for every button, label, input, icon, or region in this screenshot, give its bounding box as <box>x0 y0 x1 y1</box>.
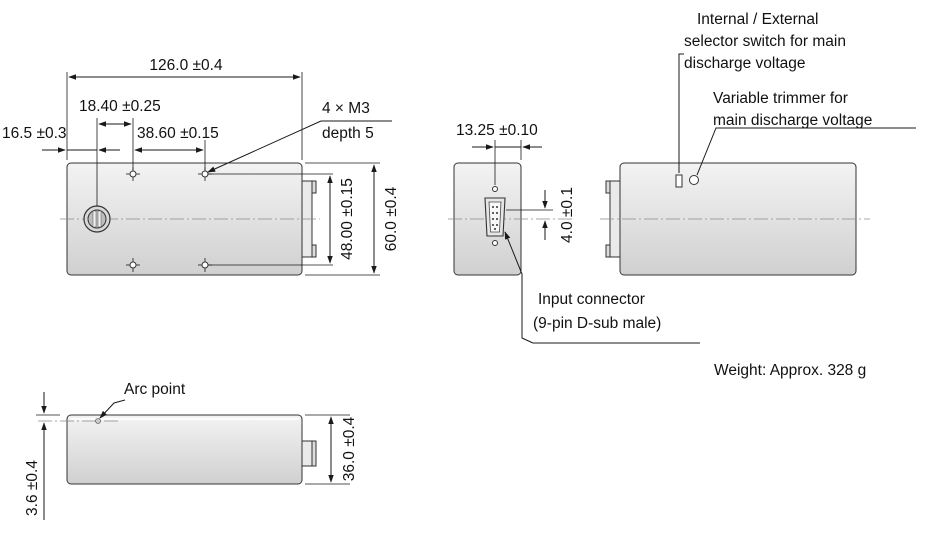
mount-depth-label: depth 5 <box>322 125 374 142</box>
connector-label-line2: (9-pin D-sub male) <box>533 315 661 332</box>
overall-length-label: 126.0 ±0.4 <box>149 57 223 74</box>
hole-spacing-outer-label: 38.60 ±0.15 <box>137 125 219 142</box>
connector-label-line1: Input connector <box>538 291 645 308</box>
hole-spacing-inner-label: 18.40 ±0.25 <box>79 98 161 115</box>
arc-point-marker <box>95 418 101 424</box>
switch-label-line2: selector switch for main <box>684 33 846 50</box>
trimmer-label-line1: Variable trimmer for <box>713 90 848 107</box>
weight-label: Weight: Approx. 328 g <box>714 362 866 379</box>
selector-switch <box>675 174 683 188</box>
trimmer-label-line2: main discharge voltage <box>713 112 872 129</box>
connector-height-offset-label: 4.0 ±0.1 <box>559 187 576 243</box>
rear-view: Internal / External selector switch for … <box>600 11 916 276</box>
dsub-connector <box>484 186 506 246</box>
arc-offset-label: 3.6 ±0.4 <box>24 460 41 516</box>
bottom-connector-stub <box>301 440 313 467</box>
bottom-body <box>66 414 303 485</box>
arc-lamp-window <box>83 205 111 233</box>
connector-offset-label: 13.25 ±0.10 <box>456 122 538 139</box>
end-view: 13.25 ±0.10 4.0 ±0.1 Input connector (9-… <box>448 122 700 344</box>
overall-height-label: 60.0 ±0.4 <box>383 186 400 251</box>
arc-point-label: Arc point <box>124 381 186 398</box>
trimmer <box>689 175 699 185</box>
front-view: 126.0 ±0.4 18.40 ±0.25 16.5 ±0.3 38.60 ±… <box>2 57 400 276</box>
bottom-view: Arc point 3.6 ±0.4 36.0 ±0.4 <box>24 381 358 520</box>
switch-label-line3: discharge voltage <box>684 55 806 72</box>
switch-label-line1: Internal / External <box>697 11 818 28</box>
overall-depth-label: 36.0 ±0.4 <box>341 416 358 481</box>
end-offset-label: 16.5 ±0.3 <box>2 125 67 142</box>
hole-vertical-spacing-label: 48.00 ±0.15 <box>339 178 356 260</box>
mount-holes-label: 4 × M3 <box>322 100 370 117</box>
